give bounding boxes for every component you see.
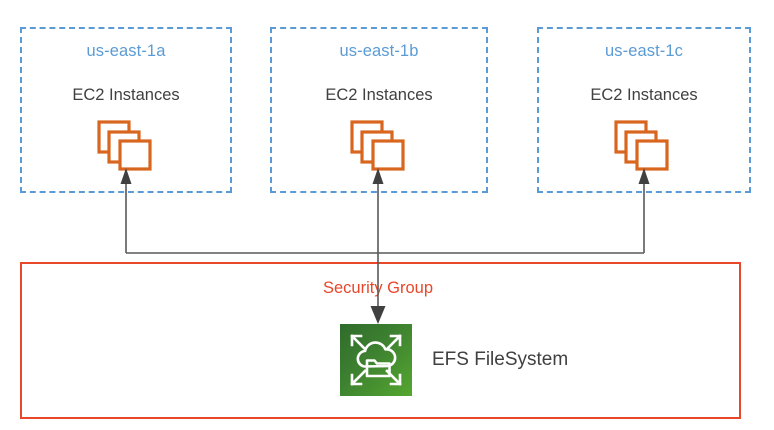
ec2-instances-icon [95, 119, 157, 171]
availability-zone-label-us-east-1b: us-east-1b [339, 42, 419, 60]
efs-filesystem-label: EFS FileSystem [432, 349, 569, 370]
availability-zone-label-us-east-1c: us-east-1c [604, 42, 684, 60]
availability-zone-box-us-east-1b [270, 27, 488, 193]
ec2-instances-icon [612, 119, 674, 171]
efs-filesystem-icon [340, 324, 412, 396]
security-group-box [20, 262, 741, 419]
resource-label-ec2-instances-1c: EC2 Instances [590, 86, 698, 104]
availability-zone-label-us-east-1a: us-east-1a [86, 42, 166, 60]
resource-label-ec2-instances-1b: EC2 Instances [325, 86, 433, 104]
resource-label-ec2-instances-1a: EC2 Instances [72, 86, 180, 104]
ec2-instances-icon [348, 119, 410, 171]
security-group-label: Security Group [322, 279, 434, 297]
